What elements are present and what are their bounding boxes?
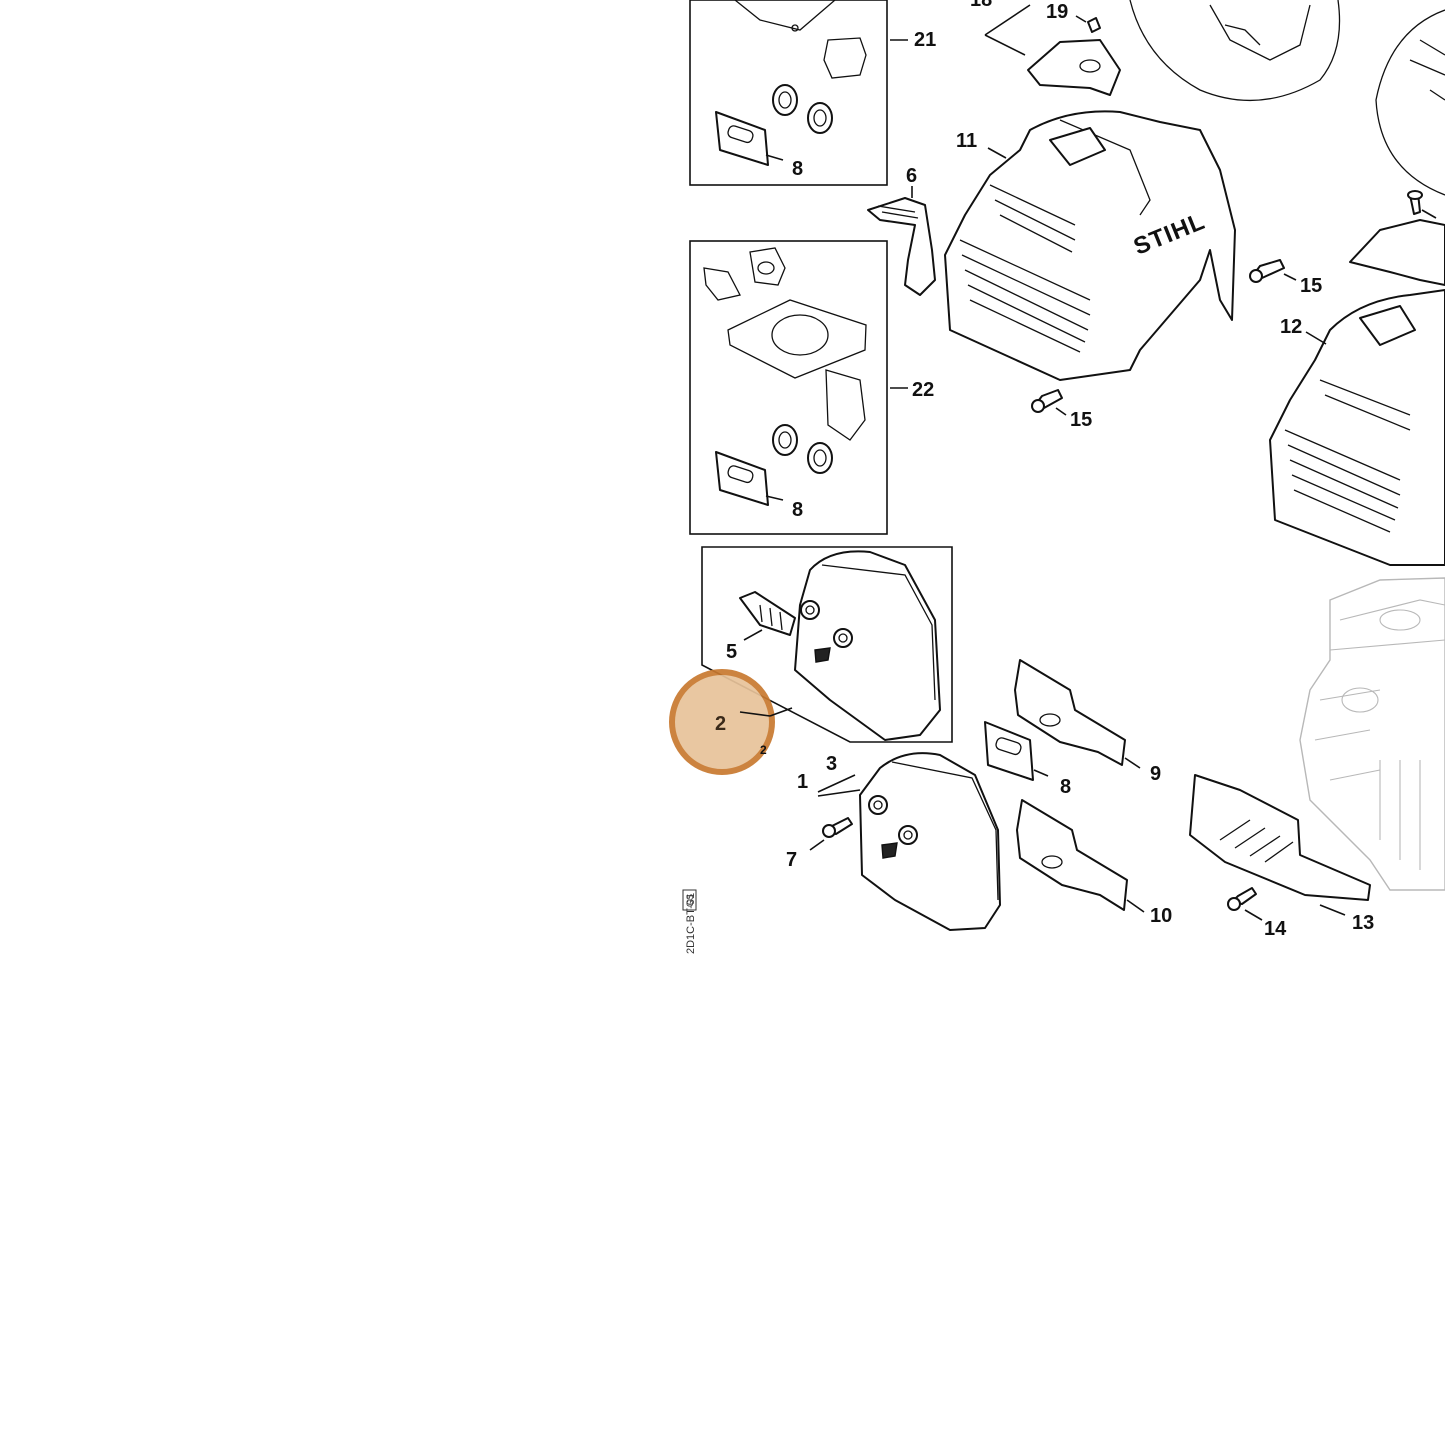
gasket-kit-21[interactable] <box>689 0 888 186</box>
hotspot-label: 2 <box>715 713 726 735</box>
svg-text:2D1C-BT-01: 2D1C-BT-01 <box>685 893 697 954</box>
callout-8: 8 <box>792 158 803 180</box>
detail-view-1 <box>1129 0 1341 102</box>
callout-9: 9 <box>1150 763 1161 785</box>
callout-7: 7 <box>786 849 797 871</box>
screw-15a[interactable] <box>1249 259 1285 283</box>
callout-11: 11 <box>956 130 977 152</box>
callout-5: 5 <box>726 641 737 663</box>
callout-3: 3 <box>826 753 837 775</box>
callout-22: 22 <box>912 379 934 401</box>
detail-view-2 <box>1375 9 1445 196</box>
heat-shield-9[interactable] <box>1014 659 1126 766</box>
screw-15b[interactable] <box>1031 389 1063 413</box>
muffler-part[interactable] <box>859 752 1001 931</box>
callout-6: 6 <box>906 165 917 187</box>
callout-13: 13 <box>1352 912 1374 934</box>
guard-13[interactable] <box>1189 774 1371 901</box>
screw-7[interactable] <box>822 817 853 838</box>
callout-15: 15 <box>1300 275 1322 297</box>
callout-18: 18 <box>970 0 992 11</box>
heat-shield-10[interactable] <box>1016 799 1128 911</box>
highlight-hotspot[interactable]: 2 <box>669 669 775 775</box>
callout-19: 19 <box>1046 1 1068 23</box>
callout-15: 15 <box>1070 409 1092 431</box>
engine-ghost <box>1299 577 1445 891</box>
muffler-kit-box[interactable] <box>701 546 953 743</box>
callout-14: 14 <box>1264 918 1287 940</box>
callout-21: 21 <box>914 29 936 51</box>
gasket-kit-22[interactable] <box>689 240 888 535</box>
screw-14[interactable] <box>1227 887 1257 911</box>
cover-cap-2[interactable] <box>1349 219 1445 286</box>
callout-2: 2 <box>760 743 767 757</box>
shroud-11[interactable]: STIHL <box>944 110 1236 381</box>
screw-2x[interactable] <box>1407 190 1423 215</box>
callout-12: 12 <box>1280 316 1302 338</box>
shroud-12[interactable] <box>1269 289 1445 566</box>
callout-8: 8 <box>792 499 803 521</box>
callout-8: 8 <box>1060 776 1071 798</box>
gasket-8[interactable] <box>984 721 1034 781</box>
callout-1: 1 <box>797 771 808 793</box>
svg-text:GS: GS <box>685 894 695 907</box>
cover-cap-19[interactable] <box>1027 17 1121 96</box>
bracket-6[interactable] <box>867 197 936 296</box>
callout-10: 10 <box>1150 905 1172 927</box>
drawing-code: 2D1C-BT-01 GS <box>682 889 697 954</box>
